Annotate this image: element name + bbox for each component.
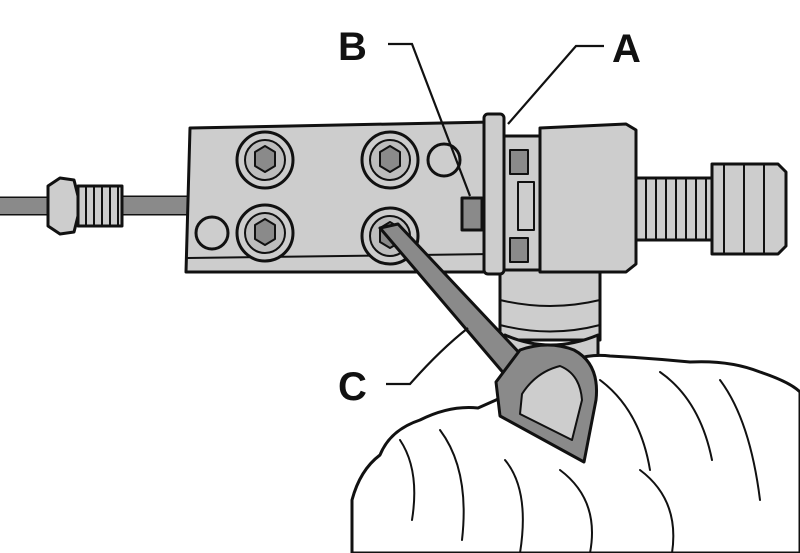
screwdriver — [378, 222, 599, 464]
flange-plate — [482, 112, 542, 276]
socket-screw-top-right — [360, 130, 420, 190]
plug-left — [194, 215, 230, 251]
leader-line-a — [507, 44, 604, 125]
socket-screw-top-left — [235, 130, 295, 190]
socket-screw-bottom-left — [235, 203, 295, 263]
leader-line-b — [388, 42, 472, 197]
leader-line-c — [386, 327, 469, 386]
callout-b: B — [338, 25, 367, 69]
callout-c: C — [338, 365, 367, 409]
callout-a: A — [612, 27, 641, 71]
union-nut — [46, 176, 124, 236]
plug-top — [426, 142, 462, 178]
brake-line — [0, 195, 192, 216]
valve-block — [184, 120, 494, 274]
actuator — [538, 122, 788, 274]
tab-b — [460, 196, 484, 232]
